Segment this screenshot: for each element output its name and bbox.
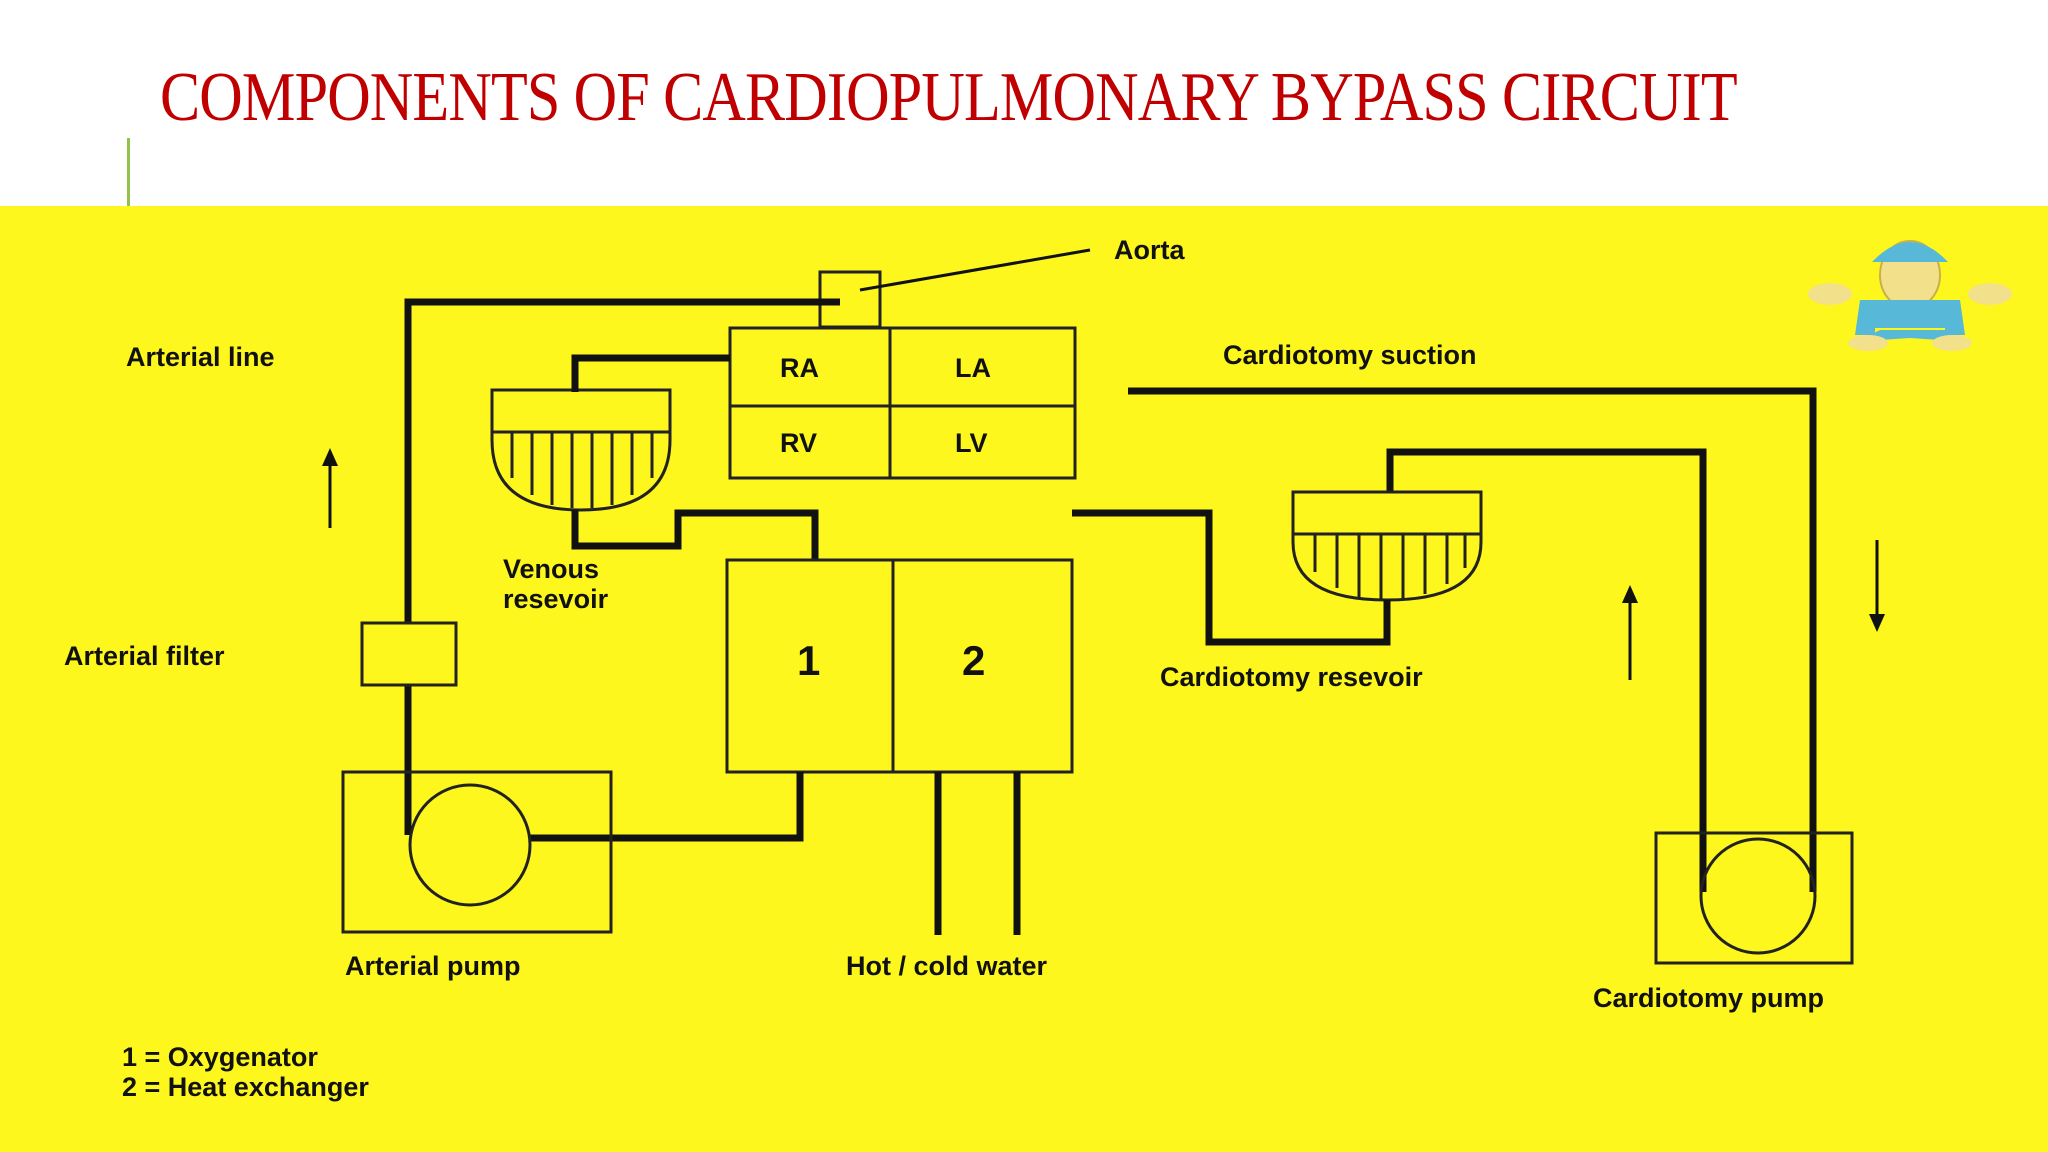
unit-1-label: 1: [797, 637, 820, 684]
venous-drain-tube: [571, 354, 730, 392]
cardiotomy-reservoir-label: Cardiotomy resevoir: [1160, 662, 1423, 692]
venous-reservoir-label-2: resevoir: [503, 584, 609, 614]
arterial-line-tube: [404, 298, 840, 835]
unit-2-label: 2: [962, 637, 985, 684]
clipart-surgeon-figure: [1808, 240, 2012, 351]
aorta-pointer: [859, 248, 1091, 292]
oxygenator-heat-exchanger: 1 2: [725, 558, 1074, 774]
slide-title: COMPONENTS OF CARDIOPULMONARY BYPASS CIR…: [160, 59, 1738, 136]
accent-bar: [127, 138, 130, 206]
arterial-filter-label: Arterial filter: [64, 641, 225, 671]
rv-label: RV: [780, 428, 817, 458]
heart-outline: [728, 326, 1077, 480]
aorta-label: Aorta: [1114, 235, 1185, 265]
la-label: LA: [955, 353, 991, 383]
cardiotomy-pump-label: Cardiotomy pump: [1593, 983, 1824, 1013]
legend-oxygenator: 1 = Oxygenator: [122, 1042, 318, 1072]
oxygenator-to-pump-tube: [530, 772, 804, 842]
ra-label: RA: [780, 353, 819, 383]
reservoir-to-oxygenator-tube: [1072, 509, 1391, 646]
arterial-pump-label: Arterial pump: [345, 951, 521, 981]
arterial-line-up-arrow: [322, 448, 338, 528]
venous-reservoir-label-1: Venous: [503, 554, 599, 584]
cardiotomy-reservoir: [1291, 490, 1483, 602]
hot-cold-water-label: Hot / cold water: [846, 951, 1048, 981]
arterial-line-label: Arterial line: [126, 342, 275, 372]
venous-reservoir: [490, 388, 672, 512]
legend-heat-exchanger: 2 = Heat exchanger: [122, 1072, 369, 1102]
lv-label: LV: [955, 428, 988, 458]
cardiotomy-pump: [1654, 831, 1854, 965]
cardiotomy-suction-label: Cardiotomy suction: [1223, 340, 1477, 370]
arterial-pump: [341, 770, 613, 934]
arterial-filter: [360, 621, 458, 687]
diagram-panel: [0, 206, 2048, 1152]
heart: RA LA RV LV: [728, 326, 1077, 480]
cardiotomy-up-arrow: [1622, 585, 1638, 680]
cardiotomy-down-arrow: [1869, 540, 1885, 632]
cardiotomy-pump-to-reservoir-tube: [1386, 448, 1707, 892]
cardiotomy-suction-tube: [1128, 387, 1817, 892]
venous-to-oxygenator-tube: [571, 509, 819, 560]
